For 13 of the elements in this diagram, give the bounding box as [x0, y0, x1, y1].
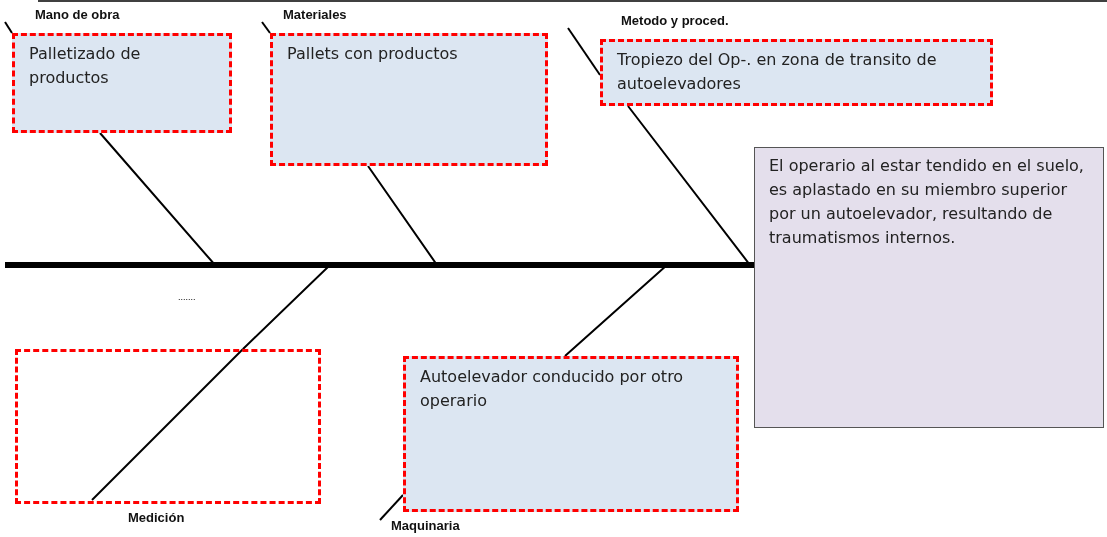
fishbone-line	[564, 264, 755, 357]
cause-text: Tropiezo del Op-. en zona de transito de autoelevadores	[616, 49, 938, 95]
effect-box	[754, 147, 1104, 428]
effect-text: El operario al estar tendido en el suelo, es aplastado en su miembro superior por un autoelevador, resultando de traumatismos internos.	[768, 155, 1085, 249]
category-heading: Metodo y proced.	[621, 13, 729, 28]
category-heading: Mano de obra	[35, 7, 120, 22]
category-heading: Medición	[128, 510, 185, 525]
cause-text: Pallets con productos	[286, 43, 459, 65]
cause-text: Autoelevador conducido por otro operario	[419, 366, 685, 412]
note-text: .......	[178, 292, 196, 302]
category-heading: Materiales	[283, 7, 347, 22]
cause-text: Palletizado de productos	[28, 43, 142, 89]
category-heading: Maquinaria	[391, 518, 460, 533]
